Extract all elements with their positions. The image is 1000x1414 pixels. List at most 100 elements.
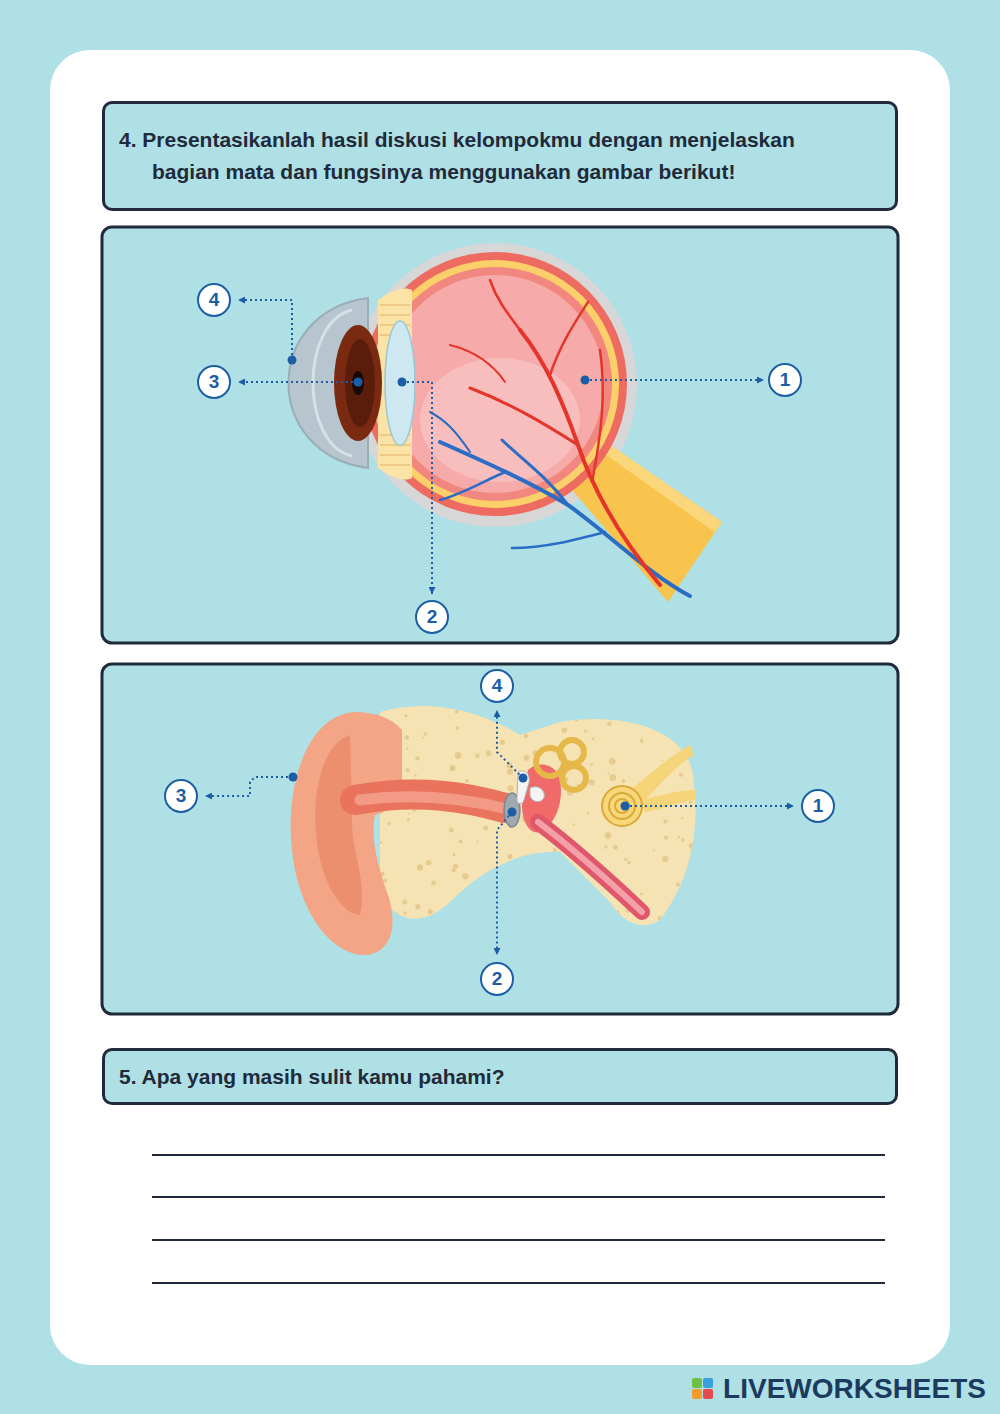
leader-dot [621, 802, 630, 811]
bone-speck [532, 713, 536, 717]
callout-number: 1 [780, 370, 791, 390]
bone-speck [689, 843, 695, 849]
sheet-panel [50, 50, 950, 1365]
sclera [363, 252, 627, 516]
vitreous-body [386, 275, 604, 493]
bone-speck [662, 722, 666, 726]
bone-speck [534, 710, 537, 713]
bone-speck [515, 717, 522, 724]
callout-circle: 4 [197, 283, 231, 317]
callout-circle: 2 [415, 600, 449, 634]
bone-speck [555, 860, 560, 865]
bone-speck [689, 801, 692, 804]
bone-speck [681, 880, 688, 887]
bone-speck [681, 838, 685, 842]
bone-speck [622, 779, 626, 783]
bone-speck [507, 854, 512, 859]
bone-speck [615, 911, 619, 915]
eustachian-tube-inner [538, 822, 642, 912]
bone-speck [534, 906, 539, 911]
callout-circle: 2 [480, 962, 514, 996]
callout-number: 4 [492, 676, 503, 696]
pinna-fold [315, 735, 362, 915]
bone-speck [586, 898, 589, 901]
ear-leaders [205, 710, 794, 955]
bone-speck [604, 845, 607, 848]
bone-speck [627, 861, 630, 864]
bone-speck [590, 763, 593, 766]
bone-speck [523, 755, 529, 761]
leader-line [497, 710, 523, 778]
leader-line [238, 381, 358, 383]
bone-speck [450, 765, 456, 771]
bone-speck [507, 769, 513, 775]
callout-circle: 3 [164, 779, 198, 813]
bone-speck [407, 818, 410, 821]
question-text: 4. Presentasikanlah hasil diskusi kelomp… [152, 124, 865, 188]
bone-speck [490, 715, 496, 721]
bone-speck [455, 752, 462, 759]
bone-speck [500, 740, 505, 745]
bone-speck [402, 900, 407, 905]
cornea [289, 298, 369, 468]
bone-speck [607, 722, 611, 726]
bone-speck [693, 702, 695, 704]
bone-speck [426, 860, 431, 865]
bone-speck [383, 879, 387, 883]
cochlea-turn [615, 799, 629, 813]
ear-illustration [291, 698, 697, 955]
bone-speck [584, 730, 587, 733]
bone-speck [405, 714, 408, 717]
leader-dot [519, 774, 528, 783]
bone-speck [605, 832, 612, 839]
ossicle-anvil [530, 787, 544, 802]
leader-dot [288, 356, 297, 365]
leader-line [238, 300, 292, 360]
callout-circle: 4 [480, 669, 514, 703]
bone-speck [453, 864, 458, 869]
eustachian-tube [538, 822, 642, 912]
bone-speck [415, 904, 420, 909]
bone-speck [419, 700, 425, 706]
eye-leaders [238, 300, 764, 594]
bone-speck [467, 698, 471, 702]
watermark-logo [692, 1378, 713, 1399]
bone-speck [587, 812, 589, 814]
bone-speck [589, 779, 595, 785]
bone-speck [662, 856, 668, 862]
leader-dot [581, 376, 590, 385]
blood-vessels [430, 280, 690, 596]
iris-inner [345, 339, 375, 427]
bone-speck [515, 714, 522, 721]
bone-speck [676, 883, 680, 887]
bone-speck [380, 841, 382, 843]
bone-speck [575, 718, 579, 722]
bone-speck [406, 747, 409, 750]
bone-speck [585, 715, 589, 719]
bone-speck [613, 845, 618, 850]
bone-speck [588, 918, 594, 924]
choroid [371, 260, 619, 508]
bone-speck [678, 836, 681, 839]
bone-speck [455, 726, 459, 730]
bone-speck [653, 849, 655, 851]
question-box: 4. Presentasikanlah hasil diskusi kelomp… [102, 101, 898, 211]
lens [385, 321, 415, 445]
bone-speck [475, 754, 480, 759]
callout-number: 3 [176, 786, 187, 806]
leader-line [205, 777, 293, 796]
bone-speck [521, 919, 527, 925]
bone-speck [476, 840, 478, 842]
bone-speck [679, 773, 683, 777]
bone-speck [428, 909, 433, 914]
ossicle-hammer [517, 771, 529, 804]
eye-panel [102, 227, 898, 643]
bone-speck [462, 873, 468, 879]
bone-speck [483, 826, 488, 831]
callout-circle: 1 [801, 789, 835, 823]
auditory-nerve-branch [640, 790, 695, 812]
bone-speck [405, 735, 409, 739]
callout-number: 3 [209, 372, 220, 392]
